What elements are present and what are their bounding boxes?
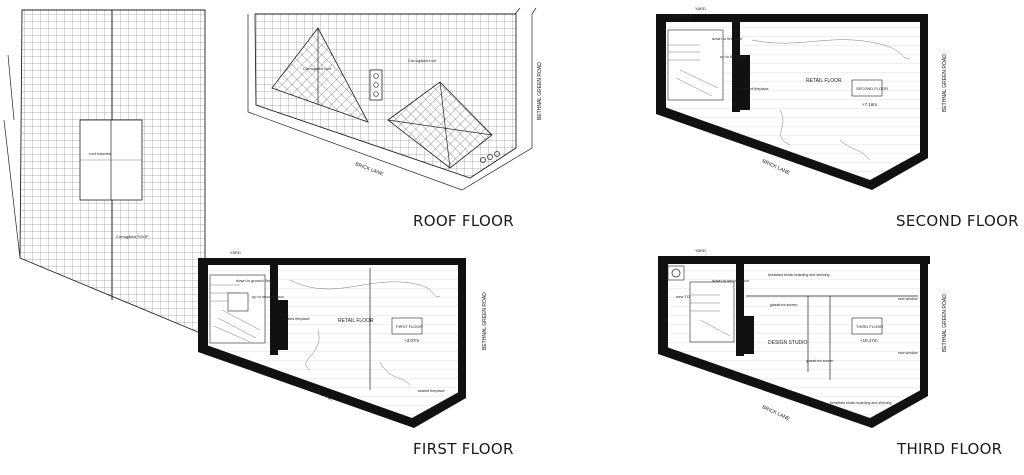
roof-hatches-label: roof hatches (89, 151, 111, 156)
third-floor-plan: new TOILET down to second floor breakfas… (658, 248, 948, 428)
second-floor-tag: SECOND FLOOR (856, 86, 888, 91)
third-studio-label: DESIGN STUDIO (768, 340, 808, 346)
street-brick-lane-roof: BRICK LANE (354, 161, 385, 177)
first-floor-plan: down to ground floor up to second floor … (198, 250, 488, 428)
roof-corrugated-label: Corrugated ROOF (116, 234, 149, 239)
title-second-floor: SECOND FLOOR (896, 212, 1019, 230)
third-level: +10.17m (860, 338, 878, 343)
street-bethnal-green-road-first: BETHNAL GREEN ROAD (482, 292, 488, 350)
second-floor-plan: down to first floor up to third floor RE… (656, 6, 948, 190)
third-yard: YARD (695, 248, 706, 253)
third-stairs-label: down to second floor (712, 278, 750, 283)
second-yard: YARD (695, 6, 706, 11)
second-level: +7.16m (862, 102, 877, 107)
title-roof-floor: ROOF FLOOR (413, 212, 514, 230)
third-window-a: new window (898, 297, 918, 301)
first-floor-tag: FIRST FLOOR (396, 324, 422, 329)
first-up-label: up to second floor (252, 294, 284, 299)
first-yard: YARD (230, 250, 241, 255)
roof-chimney (369, 69, 383, 101)
third-window-b: new window (898, 351, 918, 355)
first-retail-label: RETAIL FLOOR (338, 318, 374, 324)
first-floor-room (206, 268, 460, 418)
street-brick-lane-second: BRICK LANE (761, 158, 791, 176)
third-glass-b: glassfront screen (806, 359, 833, 363)
second-stairs-label: down to first floor (712, 36, 743, 41)
third-floor-tag: THIRD FLOOR (856, 324, 883, 329)
title-first-floor: FIRST FLOOR (413, 440, 514, 458)
first-level: +3.07m (404, 338, 419, 343)
street-brick-lane-third: BRICK LANE (761, 404, 791, 422)
roof-corrugated-label-b: Corrugated roof (408, 58, 437, 63)
second-fireplace: sealed fireplace (742, 87, 769, 91)
first-fireplace-a: sealed fireplace (283, 317, 310, 321)
title-third-floor: THIRD FLOOR (897, 440, 1003, 458)
street-bethnal-green-road-roof: BETHNAL GREEN ROAD (537, 62, 543, 120)
roof-pyramid-a (271, 27, 369, 123)
second-retail-label: RETAIL FLOOR (806, 78, 842, 84)
roof-corrugated-label-a: Corrugated roof (303, 66, 332, 71)
roof-plan: roof hatches Corrugated ROOF Corrugated … (3, 7, 543, 336)
third-glass-a: glassfront screen (770, 303, 797, 307)
first-stairs-label: down to ground floor (236, 278, 273, 283)
second-window: new window (672, 14, 692, 18)
third-boards-a: breakfast studio boarding and shelving (768, 273, 830, 277)
first-fireplace-b: sealed fireplace (418, 389, 445, 393)
third-toilet-label: new TOILET (676, 294, 699, 299)
second-up-label: up to third floor (720, 54, 747, 59)
street-bethnal-green-road-second: BETHNAL GREEN ROAD (942, 54, 948, 112)
street-bethnal-green-road-third: BETHNAL GREEN ROAD (942, 294, 948, 352)
third-boards-b: breakfast studio boarding and shelving (830, 401, 892, 405)
